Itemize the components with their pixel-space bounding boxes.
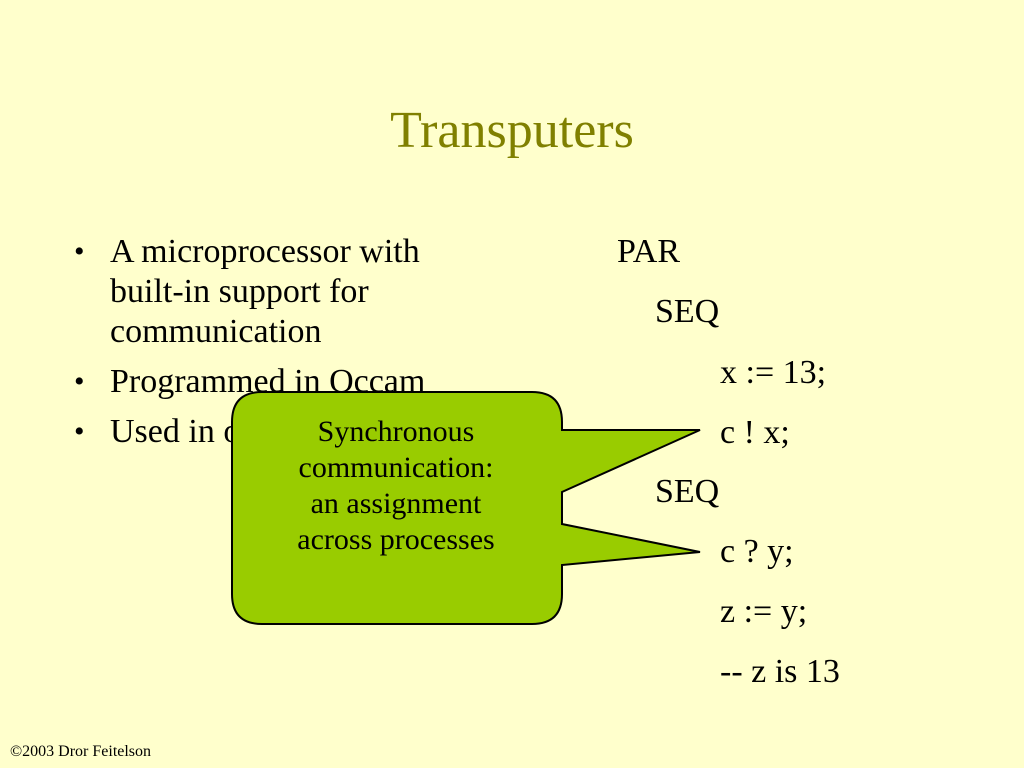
callout-line: communication: bbox=[298, 451, 494, 484]
footer-copyright: ©2003 Dror Feitelson bbox=[10, 743, 152, 760]
code-line: c ! x; bbox=[720, 414, 790, 451]
slide-title: Transputers bbox=[390, 102, 634, 159]
bullet-text: A microprocessor with built-in support f… bbox=[110, 233, 420, 350]
callout-line: Synchronous bbox=[317, 415, 475, 448]
bullet-dot-icon: • bbox=[74, 415, 85, 448]
code-line: z := y; bbox=[720, 593, 808, 630]
code-line: SEQ bbox=[655, 473, 720, 510]
bullet-item: • A microprocessor with built-in support … bbox=[72, 232, 472, 352]
code-line: x := 13; bbox=[720, 354, 827, 391]
callout-shape bbox=[231, 391, 701, 625]
code-line: c ? y; bbox=[720, 533, 794, 570]
callout-line: an assignment bbox=[310, 487, 482, 520]
bullet-dot-icon: • bbox=[74, 235, 85, 268]
callout-line: across processes bbox=[297, 523, 495, 556]
code-line: SEQ bbox=[655, 293, 720, 330]
callout-text: Synchronous communication: an assignment… bbox=[232, 414, 560, 558]
bullet-dot-icon: • bbox=[74, 365, 85, 398]
code-line: -- z is 13 bbox=[720, 653, 840, 690]
code-line: PAR bbox=[617, 233, 681, 270]
